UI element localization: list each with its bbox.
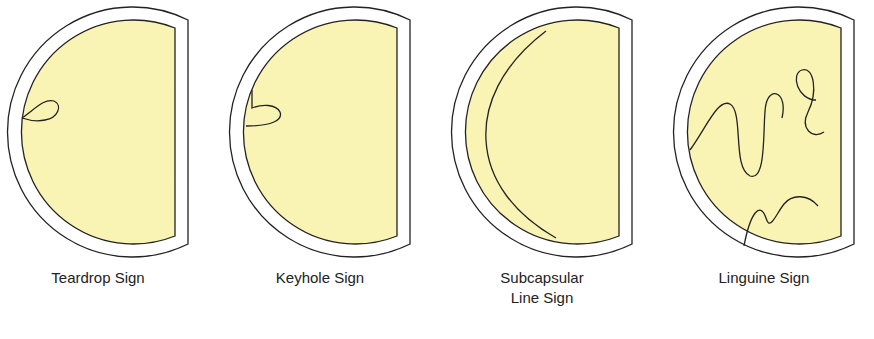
keyhole-figure	[229, 7, 410, 257]
sign-label: Teardrop Sign	[23, 268, 173, 288]
teardrop-figure	[7, 7, 188, 257]
linguine-figure	[673, 7, 854, 257]
subcapsular-figure	[451, 7, 632, 257]
sign-label: Subcapsular Line Sign	[492, 268, 592, 308]
sign-label: Linguine Sign	[689, 268, 839, 288]
sign-label: Keyhole Sign	[245, 268, 395, 288]
